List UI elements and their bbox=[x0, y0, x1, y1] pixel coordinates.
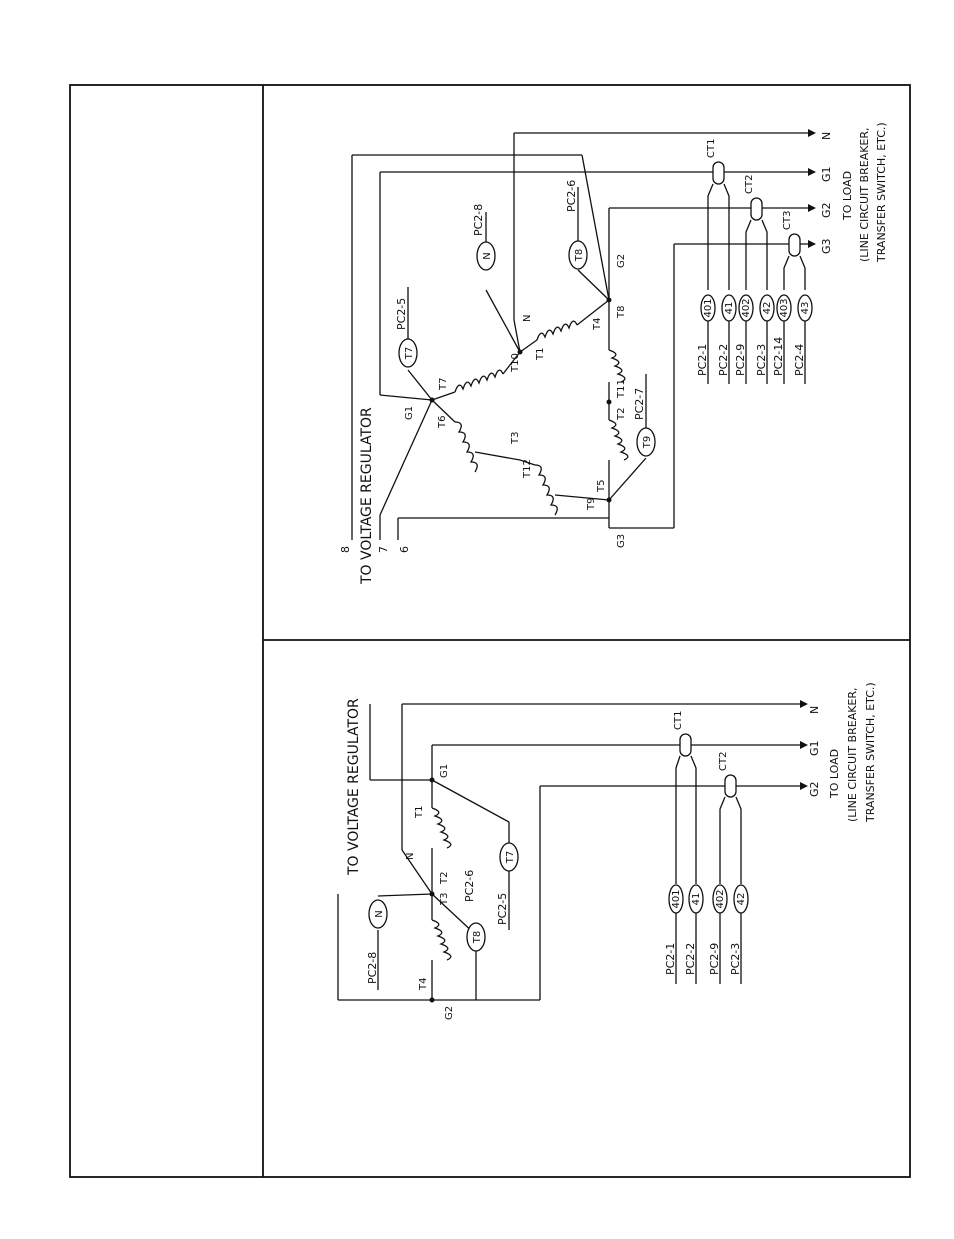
upper-sense-oval-n: N bbox=[482, 252, 493, 259]
upper-ct-label-pc2-9: PC2-9 bbox=[734, 344, 747, 376]
upper-ct-label-pc2-4: PC2-4 bbox=[793, 344, 806, 376]
lower-ct1-label: CT1 bbox=[673, 711, 684, 730]
lower-junction-n: N bbox=[405, 853, 416, 860]
upper-to-load-line2: (LINE CIRCUIT BREAKER, bbox=[858, 127, 871, 262]
upper-ct-oval-403: 403 bbox=[779, 298, 790, 317]
upper-sense-label-pc2-7: PC2-7 bbox=[633, 388, 646, 420]
lower-junction-g2: G2 bbox=[444, 1006, 455, 1020]
upper-regulator-lead-6: 6 bbox=[398, 546, 411, 553]
upper-ct-oval-43: 43 bbox=[800, 302, 811, 315]
lower-sense-oval-t8: T8 bbox=[472, 931, 483, 944]
outer-frame bbox=[69, 84, 911, 1178]
upper-sense-oval-t8: T8 bbox=[574, 249, 585, 262]
upper-winding-t9: T9 bbox=[586, 498, 597, 511]
upper-winding-t4: T4 bbox=[592, 318, 603, 331]
upper-sense-label-pc2-5: PC2-5 bbox=[395, 298, 408, 330]
upper-labels: 8 TO VOLTAGE REGULATOR 7 6 N G1 G2 G3 TO… bbox=[339, 122, 888, 585]
upper-ct-label-pc2-2: PC2-2 bbox=[717, 344, 730, 376]
lower-winding-t4: T4 bbox=[418, 978, 429, 991]
lower-ct2-label: CT2 bbox=[718, 752, 729, 771]
upper-ct-label-pc2-3: PC2-3 bbox=[755, 344, 768, 376]
upper-sense-oval-t9: T9 bbox=[642, 436, 653, 449]
lower-output-g2: G2 bbox=[808, 781, 821, 797]
upper-junction-g3: G3 bbox=[616, 534, 627, 548]
lower-ct-oval-401: 401 bbox=[671, 889, 682, 908]
upper-winding-t3: T3 bbox=[510, 432, 521, 445]
lower-labels: TO VOLTAGE REGULATOR N G1 G2 TO LOAD (LI… bbox=[346, 682, 877, 1020]
lower-to-load-line2: (LINE CIRCUIT BREAKER, bbox=[846, 687, 859, 822]
lower-voltage-regulator-label: TO VOLTAGE REGULATOR bbox=[346, 698, 362, 876]
lower-ct-oval-41: 41 bbox=[691, 893, 702, 906]
lower-sense-label-pc2-8: PC2-8 bbox=[366, 952, 379, 984]
upper-voltage-regulator-label: TO VOLTAGE REGULATOR bbox=[359, 407, 375, 585]
upper-junction-g1: G1 bbox=[404, 406, 415, 420]
upper-ct-label-pc2-14: PC2-14 bbox=[772, 337, 785, 376]
upper-junction-n: N bbox=[522, 315, 533, 322]
upper-winding-t10: T10 bbox=[510, 353, 521, 373]
upper-sense-label-pc2-8: PC2-8 bbox=[472, 204, 485, 236]
lower-ct-oval-42: 42 bbox=[736, 893, 747, 906]
upper-winding-t6: T6 bbox=[437, 416, 448, 429]
upper-output-g2: G2 bbox=[820, 202, 833, 218]
lower-ct-label-pc2-2: PC2-2 bbox=[684, 943, 697, 975]
lower-sense-oval-n: N bbox=[374, 910, 385, 917]
lower-junction-g1: G1 bbox=[439, 764, 450, 778]
upper-ct-label-pc2-1: PC2-1 bbox=[696, 344, 709, 376]
upper-regulator-lead-8: 8 bbox=[339, 546, 352, 553]
upper-ct-oval-402: 402 bbox=[741, 298, 752, 317]
upper-winding-t8: T8 bbox=[616, 306, 627, 319]
upper-winding-t5: T5 bbox=[596, 480, 607, 493]
lower-ct-oval-402: 402 bbox=[715, 889, 726, 908]
lower-sense-oval-t7: T7 bbox=[505, 851, 516, 864]
upper-output-n: N bbox=[820, 132, 833, 140]
upper-winding-t7: T7 bbox=[438, 378, 449, 391]
lower-ct-label-pc2-1: PC2-1 bbox=[664, 943, 677, 975]
upper-ct2-label: CT2 bbox=[744, 175, 755, 194]
upper-sense-label-pc2-6: PC2-6 bbox=[565, 180, 578, 212]
upper-ct-oval-41: 41 bbox=[724, 302, 735, 315]
lower-output-n: N bbox=[808, 706, 821, 714]
upper-winding-t1: T1 bbox=[535, 348, 546, 361]
lower-winding-t2: T2 bbox=[439, 872, 450, 885]
lower-ct-label-pc2-9: PC2-9 bbox=[708, 943, 721, 975]
lower-sense-label-pc2-5: PC2-5 bbox=[496, 893, 509, 925]
lower-winding-t3: T3 bbox=[439, 893, 450, 906]
upper-output-g3: G3 bbox=[820, 238, 833, 254]
upper-winding-t11: T11 bbox=[616, 379, 627, 399]
upper-to-load-line3: TRANSFER SWITCH, ETC.) bbox=[875, 122, 888, 263]
upper-diagram bbox=[351, 129, 816, 540]
lower-winding-t1: T1 bbox=[414, 806, 425, 819]
upper-ct-oval-42: 42 bbox=[762, 302, 773, 315]
upper-output-g1: G1 bbox=[820, 166, 833, 182]
upper-sense-oval-t7: T7 bbox=[404, 347, 415, 360]
upper-ct-oval-401: 401 bbox=[703, 298, 714, 317]
lower-ct-label-pc2-3: PC2-3 bbox=[729, 943, 742, 975]
lower-to-load-line3: TRANSFER SWITCH, ETC.) bbox=[864, 682, 877, 823]
lower-to-load: TO LOAD bbox=[828, 749, 841, 799]
lower-output-g1: G1 bbox=[808, 740, 821, 756]
upper-winding-t2: T2 bbox=[616, 408, 627, 421]
lower-diagram bbox=[337, 700, 808, 1003]
lower-sense-label-pc2-6: PC2-6 bbox=[463, 870, 476, 902]
upper-to-load: TO LOAD bbox=[841, 171, 854, 221]
upper-ct1-label: CT1 bbox=[706, 139, 717, 158]
upper-winding-t12: T12 bbox=[522, 459, 533, 479]
upper-ct3-label: CT3 bbox=[782, 211, 793, 230]
upper-regulator-lead-7: 7 bbox=[377, 546, 390, 553]
upper-junction-g2: G2 bbox=[616, 254, 627, 268]
